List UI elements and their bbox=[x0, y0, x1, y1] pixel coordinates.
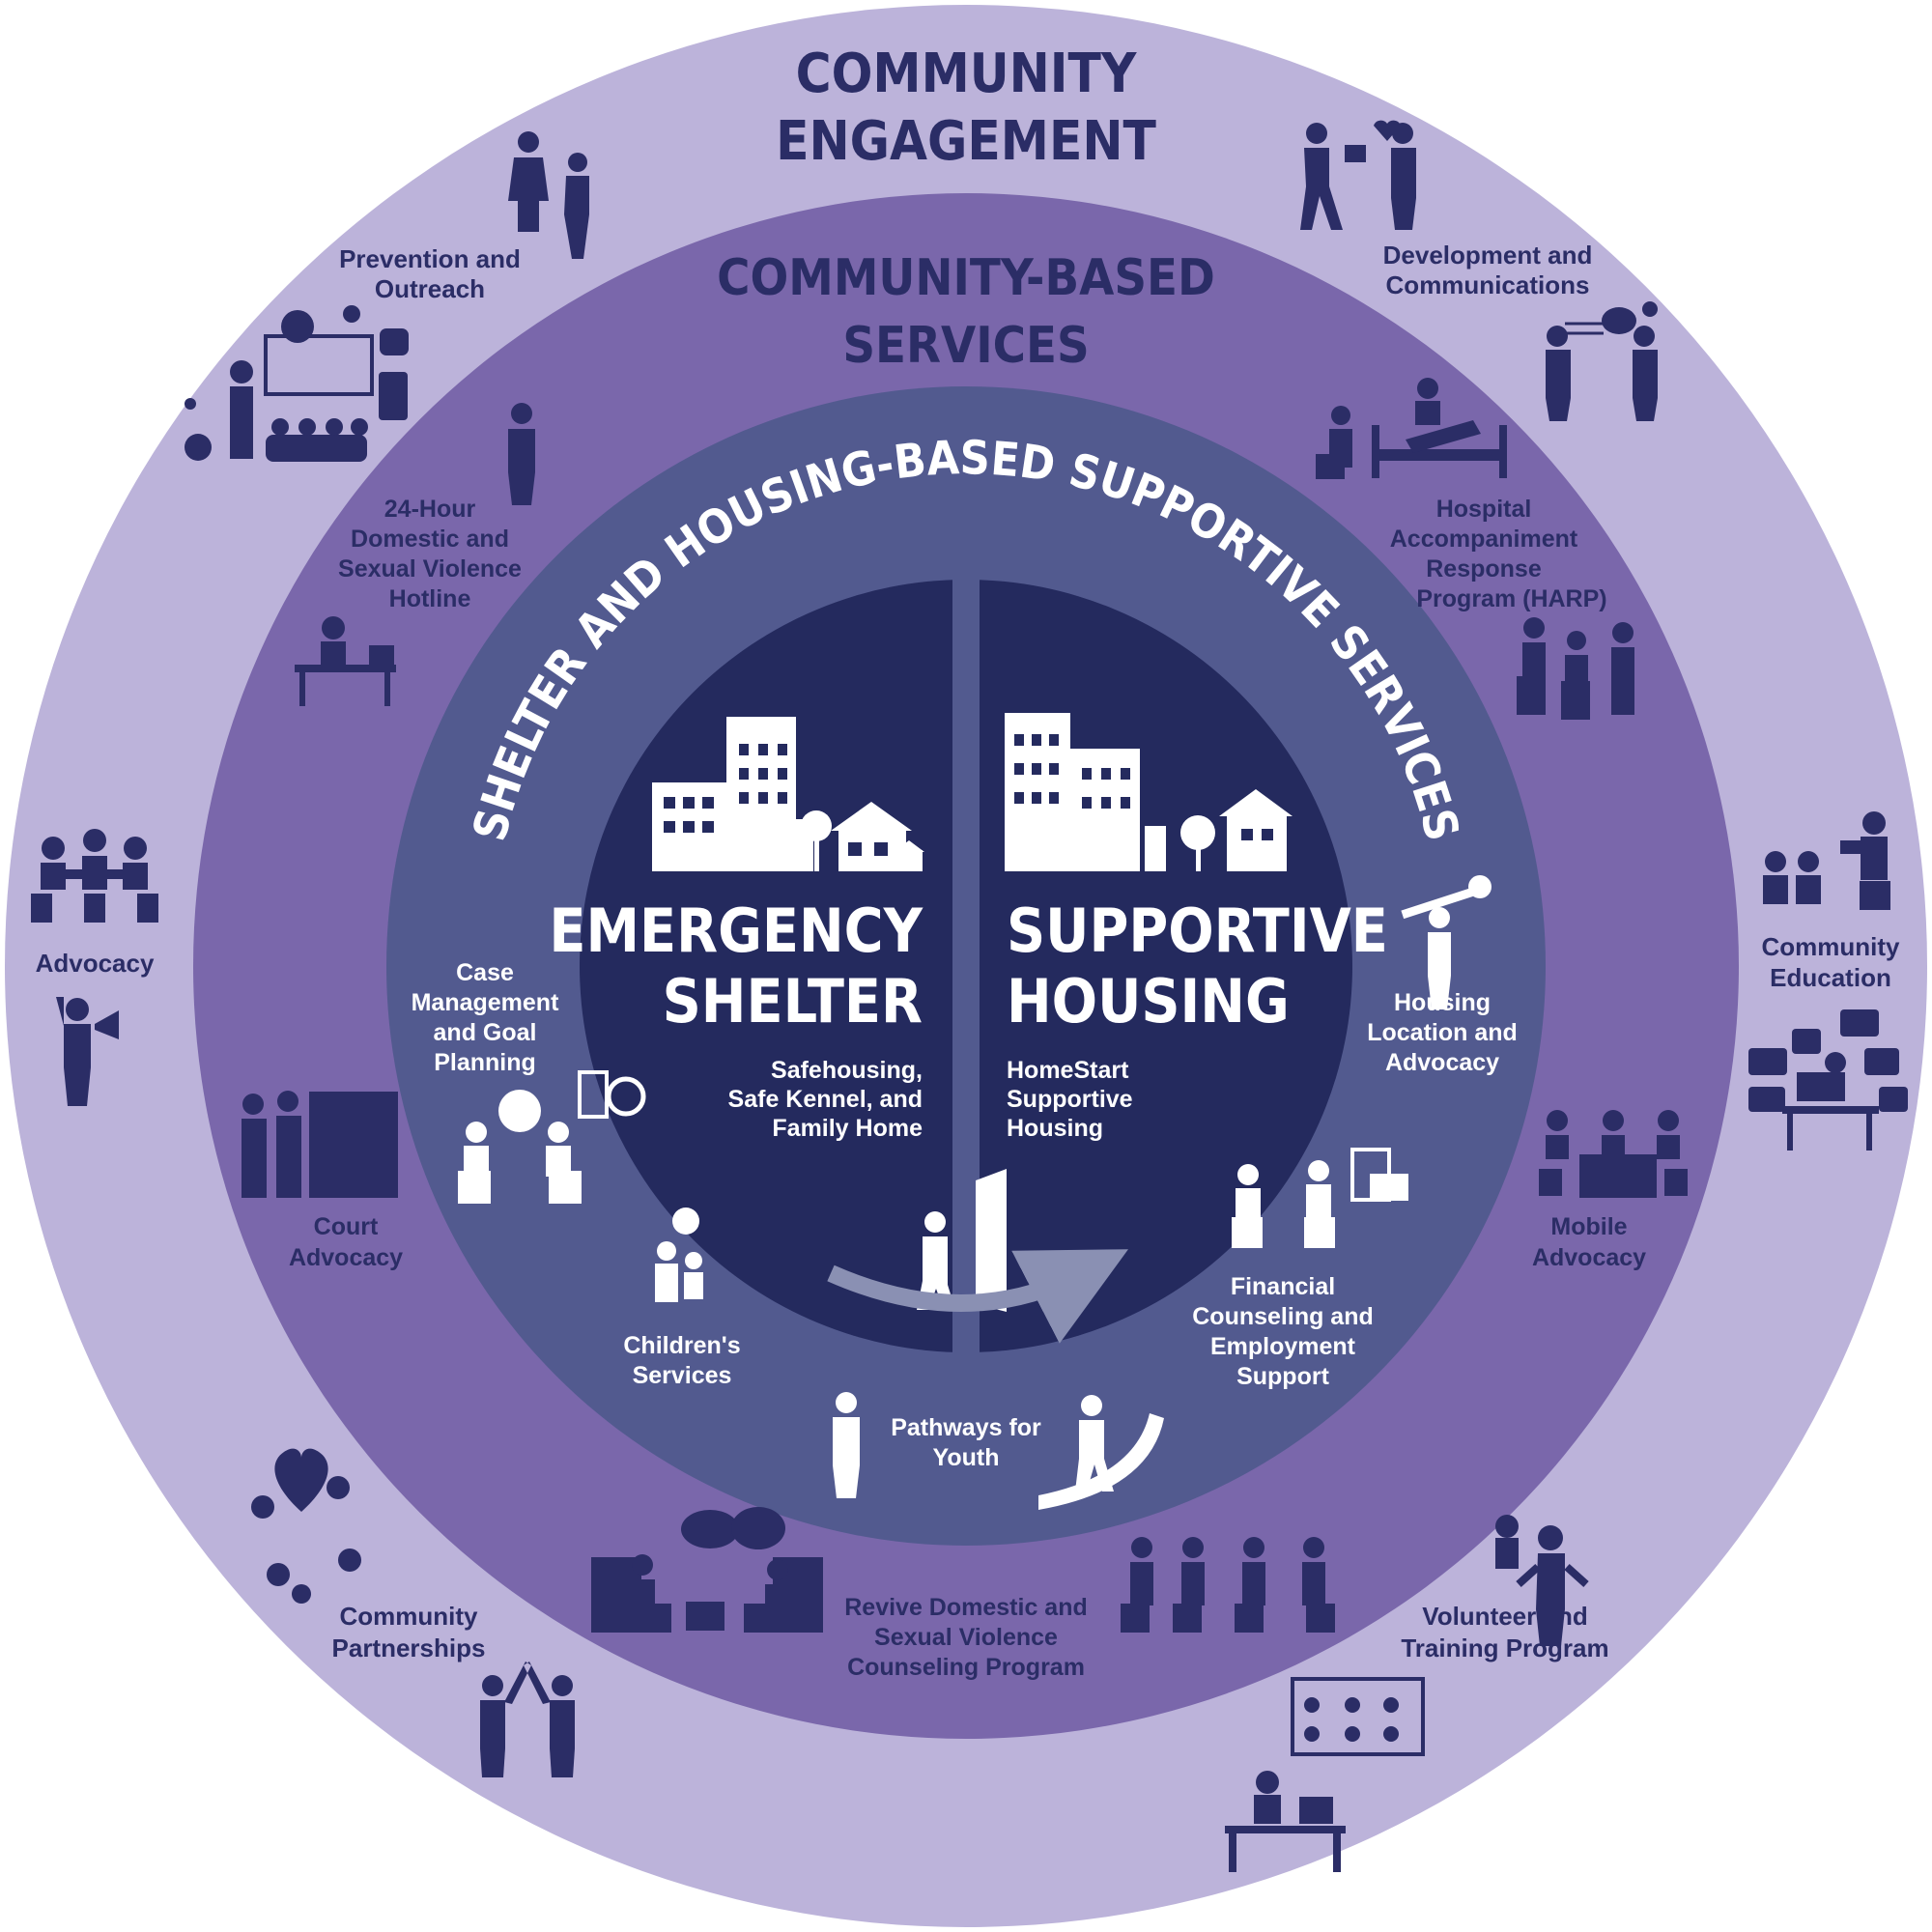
children-label-2: Services bbox=[633, 1362, 732, 1389]
harp-label-3: Response bbox=[1426, 555, 1542, 582]
mobile-label-1: Mobile bbox=[1550, 1213, 1627, 1240]
video-conference-icon bbox=[1225, 1677, 1425, 1872]
hotline-label-2: Domestic and bbox=[351, 526, 509, 553]
court-label-2: Advocacy bbox=[289, 1244, 403, 1271]
people-talking-icon bbox=[508, 131, 589, 259]
storytime-icon bbox=[1763, 811, 1890, 910]
harp-label-2: Accompaniment bbox=[1390, 526, 1578, 553]
mobile-label-2: Advocacy bbox=[1532, 1244, 1646, 1271]
middle-ring-title-line1: COMMUNITY-BASED bbox=[717, 249, 1215, 307]
hospital-companion-icon bbox=[1517, 617, 1634, 720]
housing-location-label-2: Location and bbox=[1367, 1019, 1518, 1046]
heart-circle-icon bbox=[251, 1448, 361, 1604]
partnerships-label-2: Partnerships bbox=[332, 1634, 486, 1662]
financial-label-4: Support bbox=[1236, 1363, 1329, 1390]
pathways-label-1: Pathways for bbox=[891, 1414, 1041, 1441]
supportive-housing-subtitle-2: Supportive bbox=[1007, 1086, 1133, 1113]
conversation-icon bbox=[1546, 301, 1658, 421]
door-exit-icon bbox=[917, 1169, 1007, 1312]
pathways-label-2: Youth bbox=[933, 1444, 1000, 1471]
emergency-shelter-buildings-icon bbox=[652, 717, 924, 871]
development-label-2: Communications bbox=[1386, 270, 1590, 299]
case-label-2: Management bbox=[412, 989, 559, 1016]
case-label-1: Case bbox=[456, 959, 514, 986]
social-media-presentation-icon bbox=[185, 305, 409, 462]
emergency-shelter-title-2: SHELTER bbox=[663, 966, 923, 1037]
supportive-housing-title-2: HOUSING bbox=[1007, 966, 1290, 1037]
desk-phone-icon bbox=[295, 616, 396, 706]
children-label-1: Children's bbox=[623, 1332, 740, 1359]
key-carrier-icon bbox=[1401, 875, 1492, 1009]
hotline-label-1: 24-Hour bbox=[384, 496, 476, 523]
prevention-label-2: Outreach bbox=[375, 274, 485, 303]
housing-location-label-3: Advocacy bbox=[1385, 1049, 1499, 1076]
revive-label-1: Revive Domestic and bbox=[844, 1594, 1088, 1621]
case-label-4: Planning bbox=[434, 1049, 536, 1076]
volunteers-icon bbox=[1495, 1515, 1589, 1646]
harp-label-4: Program (HARP) bbox=[1416, 585, 1606, 612]
revive-label-2: Sexual Violence bbox=[874, 1624, 1058, 1651]
megaphone-icon bbox=[56, 997, 119, 1106]
supportive-housing-subtitle-3: Housing bbox=[1007, 1115, 1103, 1142]
supportive-housing-buildings-icon bbox=[1005, 713, 1293, 871]
counseling-chat-icon bbox=[591, 1507, 823, 1633]
financial-label-2: Counseling and bbox=[1192, 1303, 1374, 1330]
outer-ring-title-line1: COMMUNITY bbox=[796, 43, 1137, 105]
advocacy-label: Advocacy bbox=[36, 949, 155, 978]
revive-label-3: Counseling Program bbox=[847, 1654, 1085, 1681]
financial-label-3: Employment bbox=[1210, 1333, 1356, 1360]
phone-caller-icon bbox=[508, 403, 535, 505]
online-communication-icon bbox=[1748, 1009, 1908, 1151]
core-divider bbox=[952, 570, 980, 1362]
court-label-1: Court bbox=[314, 1213, 379, 1240]
financial-counseling-icon bbox=[1232, 1148, 1408, 1248]
development-label-1: Development and bbox=[1383, 241, 1593, 270]
emergency-shelter-subtitle-1: Safehousing, bbox=[771, 1057, 923, 1084]
financial-label-1: Financial bbox=[1231, 1273, 1335, 1300]
education-label-1: Community bbox=[1762, 932, 1901, 961]
transition-arrow-icon bbox=[827, 1249, 1128, 1344]
group-meeting-icon bbox=[31, 829, 158, 923]
emergency-shelter-title-1: EMERGENCY bbox=[549, 895, 923, 966]
volunteer-label-2: Training Program bbox=[1401, 1634, 1608, 1662]
hotline-label-3: Sexual Violence bbox=[338, 555, 522, 582]
parent-child-icon bbox=[655, 1208, 703, 1302]
partnerships-label-1: Community bbox=[340, 1602, 479, 1631]
case-meeting-icon bbox=[458, 1070, 646, 1204]
case-label-3: and Goal bbox=[434, 1019, 537, 1046]
courtroom-icon bbox=[242, 1091, 398, 1198]
prevention-label-1: Prevention and bbox=[339, 244, 521, 273]
hospital-bed-icon bbox=[1316, 378, 1507, 479]
middle-ring-title-line2: SERVICES bbox=[842, 317, 1089, 375]
mobile-meeting-icon bbox=[1539, 1110, 1688, 1198]
gift-giving-icon bbox=[1300, 120, 1416, 230]
education-label-2: Education bbox=[1770, 963, 1891, 992]
supportive-housing-subtitle-1: HomeStart bbox=[1007, 1057, 1129, 1084]
youth-path-icon bbox=[833, 1392, 1164, 1510]
harp-label-1: Hospital bbox=[1436, 496, 1532, 523]
emergency-shelter-subtitle-2: Safe Kennel, and bbox=[728, 1086, 923, 1113]
support-group-icon bbox=[1121, 1537, 1335, 1633]
emergency-shelter-subtitle-3: Family Home bbox=[772, 1115, 923, 1142]
high-five-icon bbox=[480, 1662, 575, 1777]
hotline-label-4: Hotline bbox=[389, 585, 471, 612]
outer-ring-title-line2: ENGAGEMENT bbox=[776, 110, 1156, 173]
supportive-housing-title-1: SUPPORTIVE bbox=[1007, 895, 1388, 966]
